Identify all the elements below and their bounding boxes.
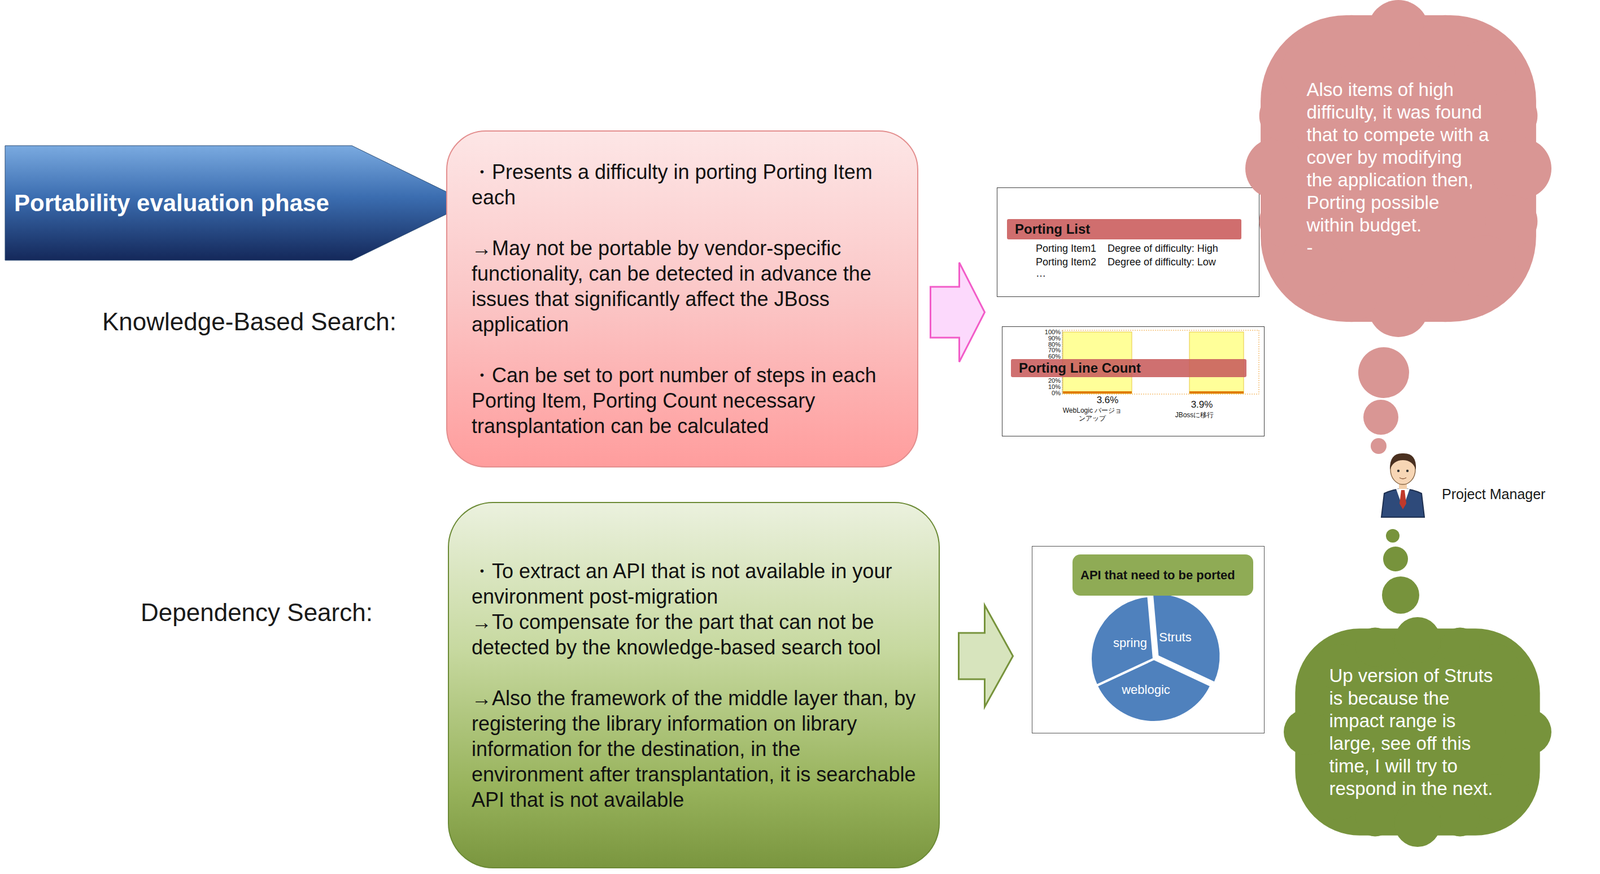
thought-bubble [1358,347,1410,399]
box-text: ・To extract an API that is not available… [471,558,918,610]
thought-bubble [1370,438,1387,455]
eye [1397,469,1400,473]
banner-title: Portability evaluation phase [14,189,330,217]
cloud-bump [1490,137,1552,199]
title-bar: API that need to be ported [1072,554,1254,596]
box-text: ・Can be set to port number of steps in e… [471,362,895,439]
bar-chart [1002,327,1264,437]
cloud-text: Also items of high difficulty, it was fo… [1306,78,1491,237]
title-bar: Porting Line Count [1010,359,1247,378]
panel-text: 0% [1051,390,1061,397]
pie [1090,593,1222,723]
cloud-shape [1283,617,1552,848]
suit [1381,489,1425,518]
panel-text: spring [1113,635,1148,651]
thought-bubble [1383,546,1408,572]
panel-text: Porting Item2 [1035,255,1097,269]
thought-bubble [1363,399,1399,435]
box-text: →Also the framework of the middle layer … [471,685,918,813]
cloud-bump [1440,627,1480,667]
panel-text: Struts [1158,630,1192,645]
panel-text: 100% [1044,329,1061,336]
bar-title: Porting Line Count [1018,360,1141,377]
panel-text: 3.9% [1191,399,1214,411]
thumbnail-panel: Porting Item1Degree of difficulty: HighP… [996,187,1260,298]
panel-text: 90% [1048,334,1061,342]
thought-bubble [1385,529,1400,543]
panel-text: 60% [1048,353,1061,360]
caption-label: Project Manager [1441,486,1546,503]
cloud-bump [1505,709,1552,756]
chart-panel: spring Struts weblogic API that need to be … [1031,546,1265,734]
thought-bubble [1381,576,1420,614]
box-text: →To compensate for the part that can not… [471,609,918,661]
panel-text: … [1035,267,1046,280]
panel-text: weblogic [1121,682,1171,698]
box-text: ・Presents a difficulty in porting Portin… [471,159,895,211]
thought-cloud: Also items of high difficulty, it was fo… [1245,0,1552,338]
panel-text: JBossに移行 [1175,411,1215,420]
panel-text: 80% [1048,341,1061,348]
cloud-text-area: Up version of Struts is because the impa… [1329,664,1507,801]
panel-text: Degree of difficulty: High [1107,242,1219,255]
cloud-bump [1394,617,1441,664]
cloud-bump [1440,797,1480,837]
block-arrow [958,605,1014,708]
description-box: ・To extract an API that is not available… [447,502,940,869]
panel-text: 20% [1048,377,1061,385]
panel-text: 3.6% [1096,395,1119,406]
cloud-bump [1355,627,1395,667]
cloud-bump [1355,797,1395,837]
pie-slice [1090,595,1154,686]
cloud-bump [1394,801,1441,848]
mouth [1399,477,1407,479]
eye [1406,469,1409,473]
cloud-text: Up version of Struts is because the impa… [1329,664,1507,801]
cloud-bump [1500,677,1540,717]
cloud-bump [1259,195,1312,248]
panel-text: Porting Item1 [1035,242,1097,255]
cloud-bump [1283,709,1330,756]
cloud-bump [1367,0,1429,61]
description-box: ・Presents a difficulty in porting Portin… [446,130,919,468]
bar-value [1062,391,1132,394]
manager-icon [1381,453,1425,518]
cloud-bump [1245,137,1307,199]
cloud-bump [1485,89,1538,142]
cloud-text-area: Also items of high difficulty, it was fo… [1306,78,1491,260]
phase-banner: Portability evaluation phase [5,145,470,261]
thought-cloud: Up version of Struts is because the impa… [1283,617,1552,848]
bar-title: API that need to be ported [1080,568,1236,583]
panel-text: 10% [1048,384,1061,391]
panel-text: WebLogic バージョンアップ [1061,406,1124,423]
caption-label: Dependency Search: [140,598,373,627]
block-arrow [930,262,985,363]
bar-title: Porting List [1014,221,1091,238]
cloud-bump [1367,276,1429,338]
cloud-shape [1245,0,1552,338]
cloud-text: - [1306,236,1491,260]
banner-arrow [5,145,470,261]
box-text: →May not be portable by vendor-specific … [471,235,895,338]
panel-text: Degree of difficulty: Low [1107,255,1216,269]
thought-bubbles [1358,347,1420,614]
caption-label: Knowledge-Based Search: [102,307,397,337]
hair [1389,453,1416,470]
panel-text: 70% [1048,347,1061,354]
title-bar: Porting List [1006,219,1242,240]
chart-panel: 100%90%80%70%60% 20%10%0% 3.6% 3.9% WebLogic… [1001,326,1265,437]
tie [1399,490,1407,510]
bar-value [1189,391,1244,394]
